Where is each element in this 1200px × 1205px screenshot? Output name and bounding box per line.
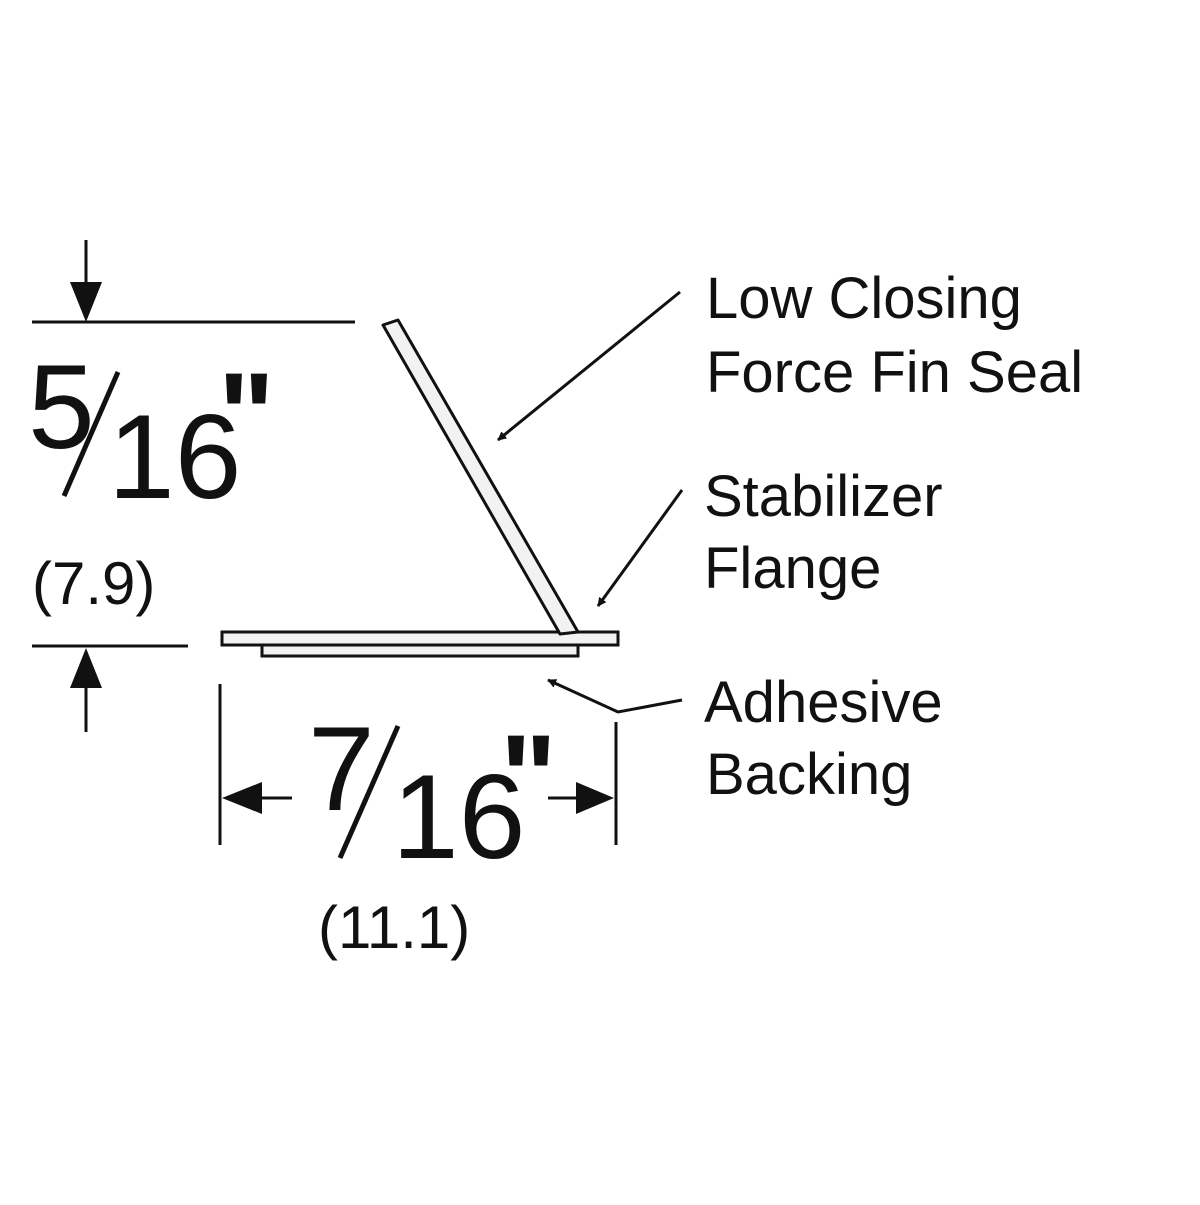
width-left-arrow-head [222,782,262,814]
width-numerator: 7 [308,702,375,836]
width-right-arrow-head [576,782,614,814]
fin-seal-label-line1: Low Closing [706,266,1022,331]
stabilizer-flange-base [220,630,620,647]
width-metric-value: (11.1) [318,894,470,961]
stabilizer-leader-arrow [596,489,684,607]
width-inch-mark: " [500,710,557,844]
stabilizer-label-line1: Stabilizer [704,464,943,529]
height-bottom-arrow-head [70,648,102,688]
height-fraction-slash [61,371,121,497]
adhesive-label-line2: Backing [706,742,912,807]
stabilizer-label-line2: Flange [704,536,881,601]
fin-seal-blade [381,318,580,636]
height-inch-mark: " [218,348,275,482]
adhesive-label-line1: Adhesive [704,670,943,735]
width-fraction-slash [337,724,401,860]
adhesive-leader-arrow [547,678,683,714]
height-metric-value: (7.9) [32,550,155,617]
height-top-arrow-head [70,282,102,322]
fin-seal-label-line2: Force Fin Seal [706,340,1083,405]
fin-seal-leader-arrow [497,290,681,442]
height-denominator: 16 [108,390,241,524]
width-denominator: 16 [392,750,525,884]
